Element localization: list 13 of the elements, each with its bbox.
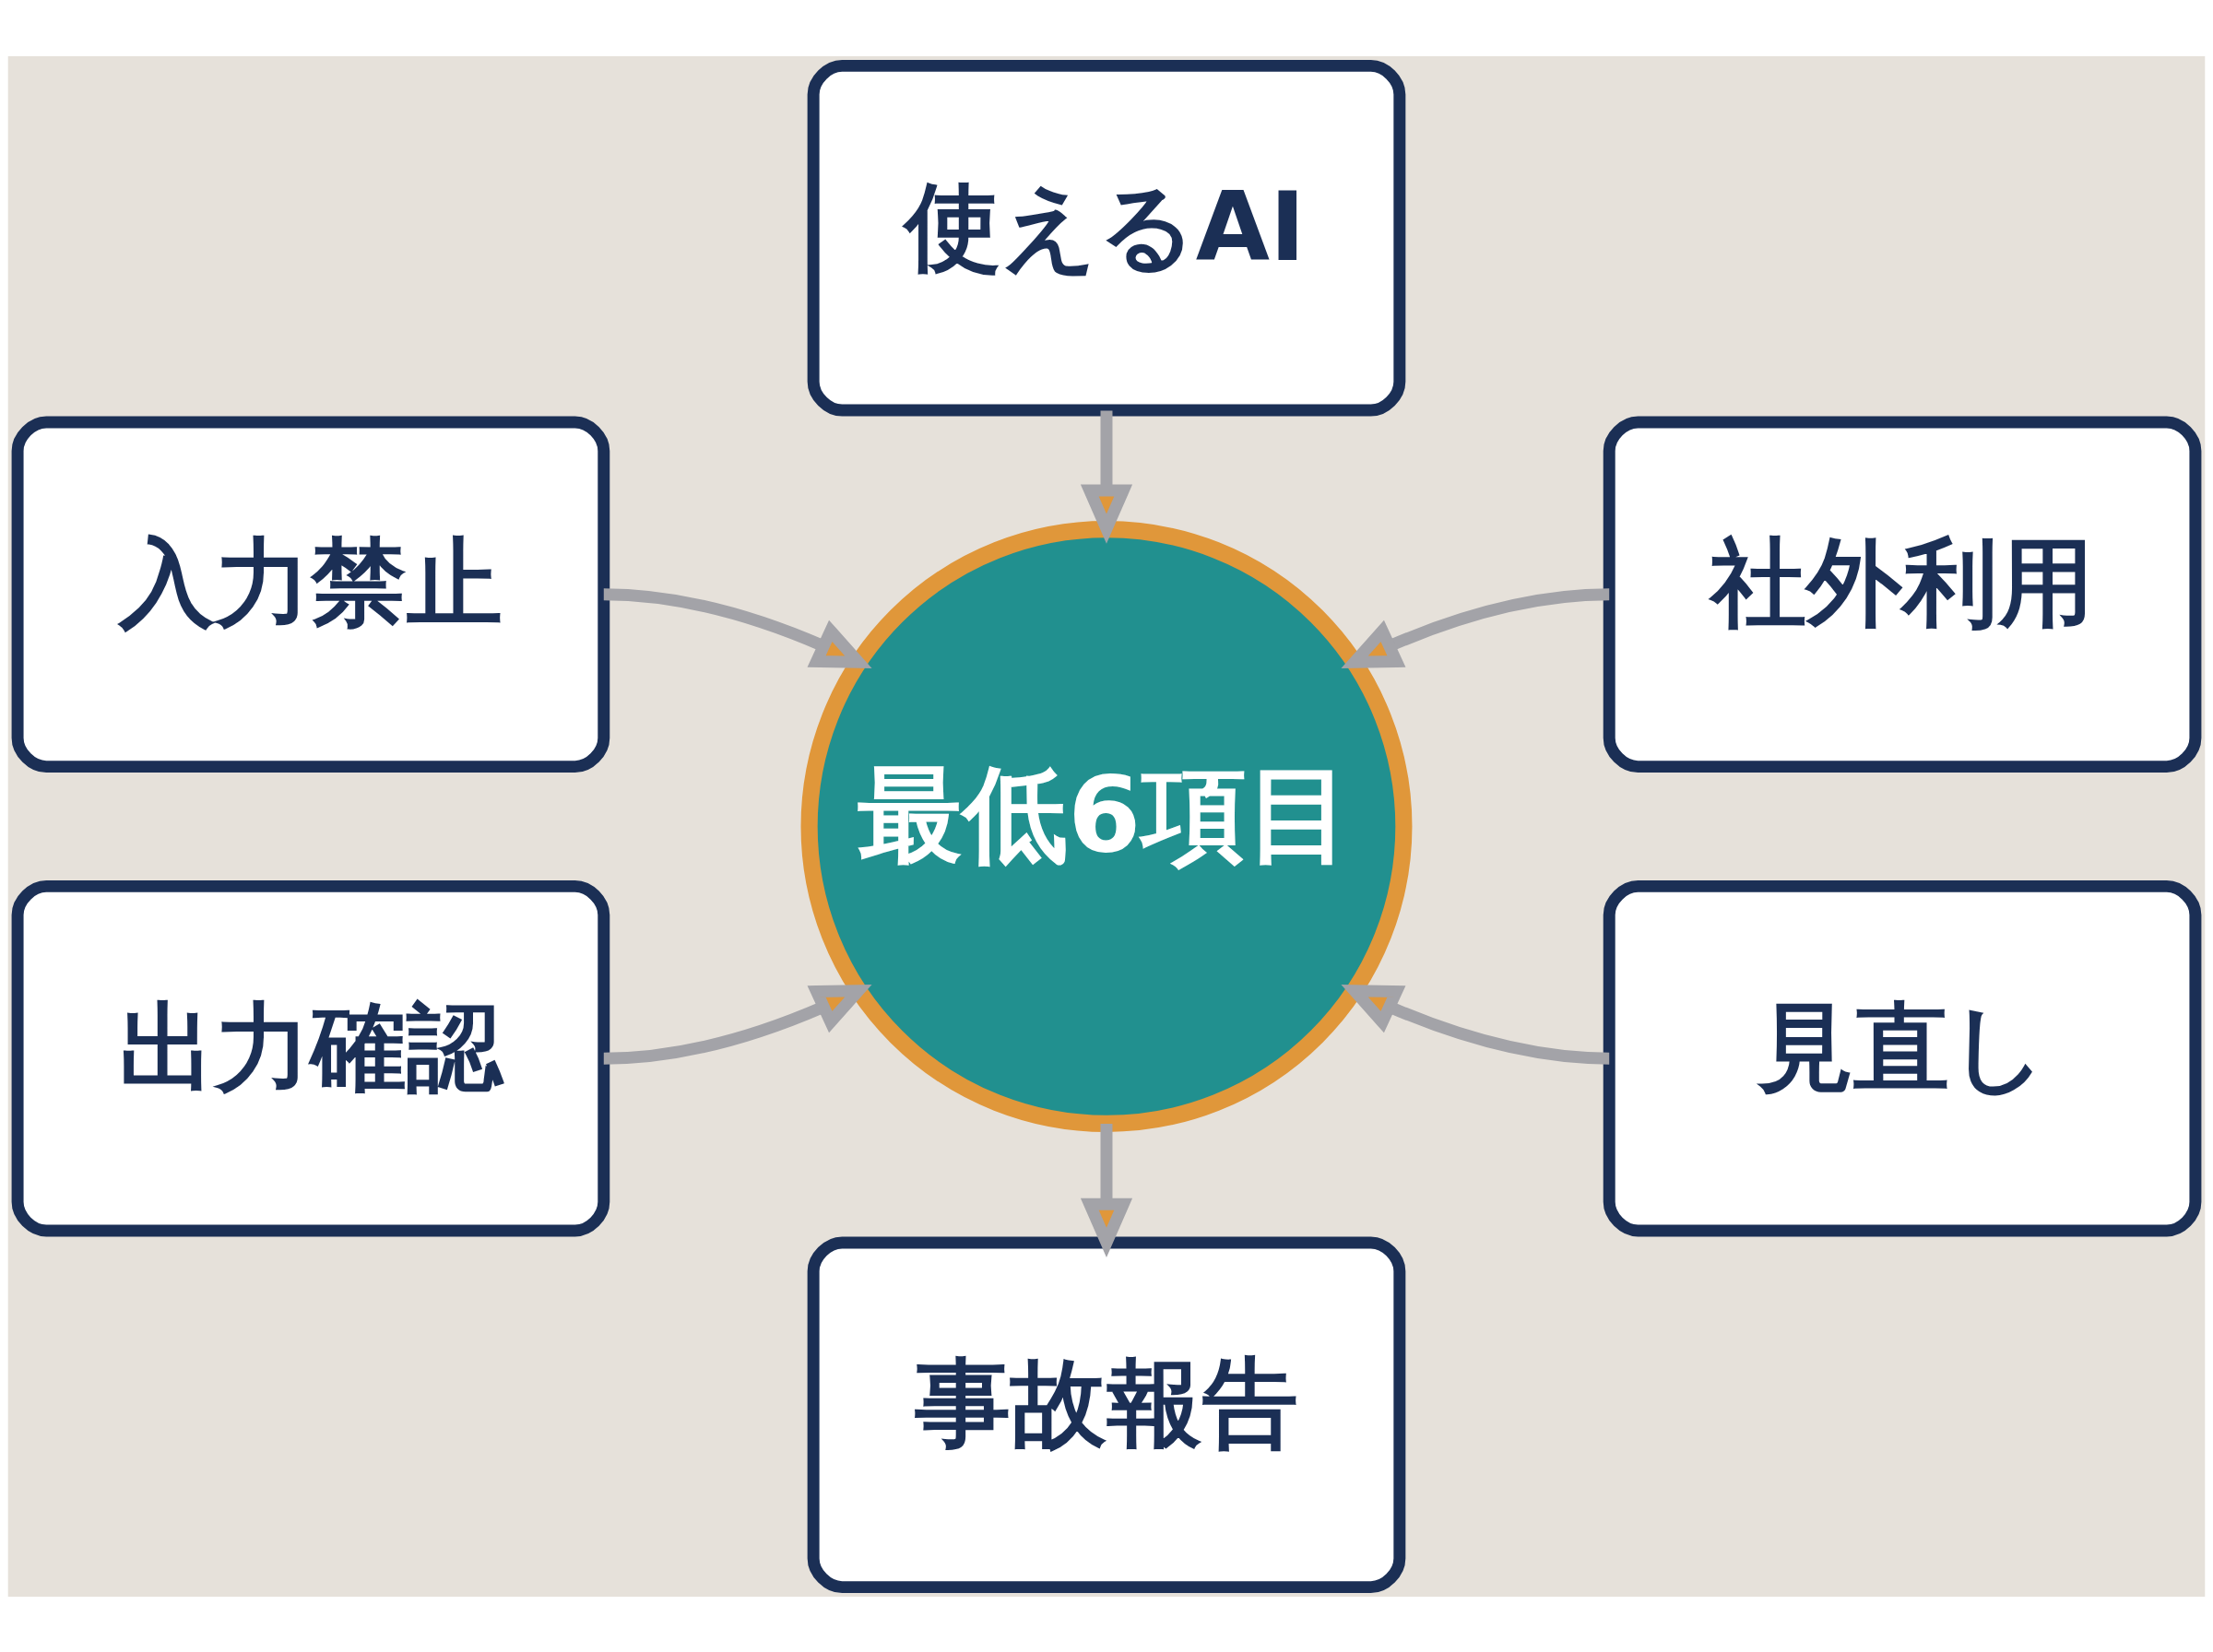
node-box: 社外利用 — [1603, 416, 2202, 773]
arrow — [1341, 984, 1610, 1065]
arrow — [1341, 587, 1610, 668]
arrow — [1080, 410, 1133, 544]
node-box: 使えるAI — [807, 59, 1406, 416]
node-box: 見直し — [1603, 879, 2202, 1236]
node-box: 事故報告 — [807, 1236, 1406, 1593]
node-circle: 最低6項目 — [800, 520, 1413, 1132]
arrow — [1080, 1123, 1133, 1257]
arrow — [603, 984, 872, 1065]
node-box: 入力禁止 — [11, 416, 610, 773]
node-box: 出力確認 — [11, 879, 610, 1236]
arrow — [603, 587, 872, 668]
